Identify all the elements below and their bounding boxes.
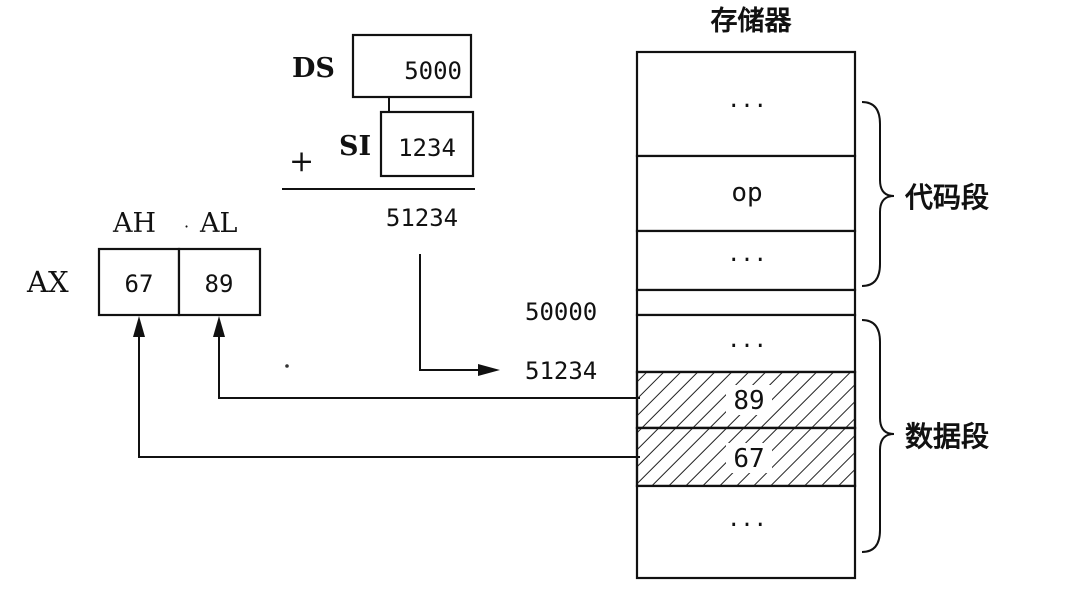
segment-base-address: 50000 xyxy=(525,298,597,326)
memory-cell xyxy=(635,288,857,317)
memory-to-al-line xyxy=(218,335,640,399)
ah-value: 67 xyxy=(125,270,154,298)
memory-cell-text: ··· xyxy=(727,94,767,119)
al-arrowhead xyxy=(213,316,225,337)
ds-register-box xyxy=(351,33,473,99)
code-segment-brace xyxy=(861,101,895,287)
si-value: 1234 xyxy=(398,134,456,162)
ax-label: AX xyxy=(26,265,69,299)
al-register-box xyxy=(177,247,262,317)
label-dot: · xyxy=(184,217,189,236)
stray-dot xyxy=(285,364,289,368)
si-label: SI xyxy=(339,131,371,162)
memory-cell-text: ··· xyxy=(727,334,767,359)
memory-cell-text: 67 xyxy=(733,444,764,474)
al-value: 89 xyxy=(205,270,234,298)
label-backdrop xyxy=(726,443,772,473)
ah-register-box xyxy=(97,247,181,317)
ds-label: DS xyxy=(292,53,335,84)
memory-cell-text: 89 xyxy=(733,386,764,416)
data-segment-brace xyxy=(861,319,895,553)
memory-to-ah-line xyxy=(138,335,640,458)
ds-value: 5000 xyxy=(404,57,462,85)
ah-arrowhead xyxy=(133,316,145,337)
plus-sign: + xyxy=(289,144,314,179)
memory-title: 存储器 xyxy=(711,6,793,37)
memory-column: ··· op ··· ··· 89 67 ··· xyxy=(635,50,857,580)
data-segment-label: 数据段 xyxy=(905,420,989,453)
memory-cell-text: ··· xyxy=(727,513,767,538)
si-register-box xyxy=(379,110,475,178)
memory-cell xyxy=(635,313,857,374)
label-backdrop xyxy=(726,385,772,415)
sum-result: 51234 xyxy=(386,204,458,232)
code-segment-label: 代码段 xyxy=(904,181,989,214)
ah-label: AH xyxy=(112,208,156,239)
memory-cell xyxy=(635,50,857,158)
memory-cell-text: op xyxy=(731,178,762,208)
address-pointer-arrowhead xyxy=(478,364,500,376)
address-pointer-line xyxy=(419,254,478,371)
al-label: AL xyxy=(199,208,237,239)
memory-cell xyxy=(635,154,857,233)
memory-cell xyxy=(635,484,857,580)
effective-address: 51234 xyxy=(525,357,597,385)
memory-cell-text: ··· xyxy=(727,248,767,273)
